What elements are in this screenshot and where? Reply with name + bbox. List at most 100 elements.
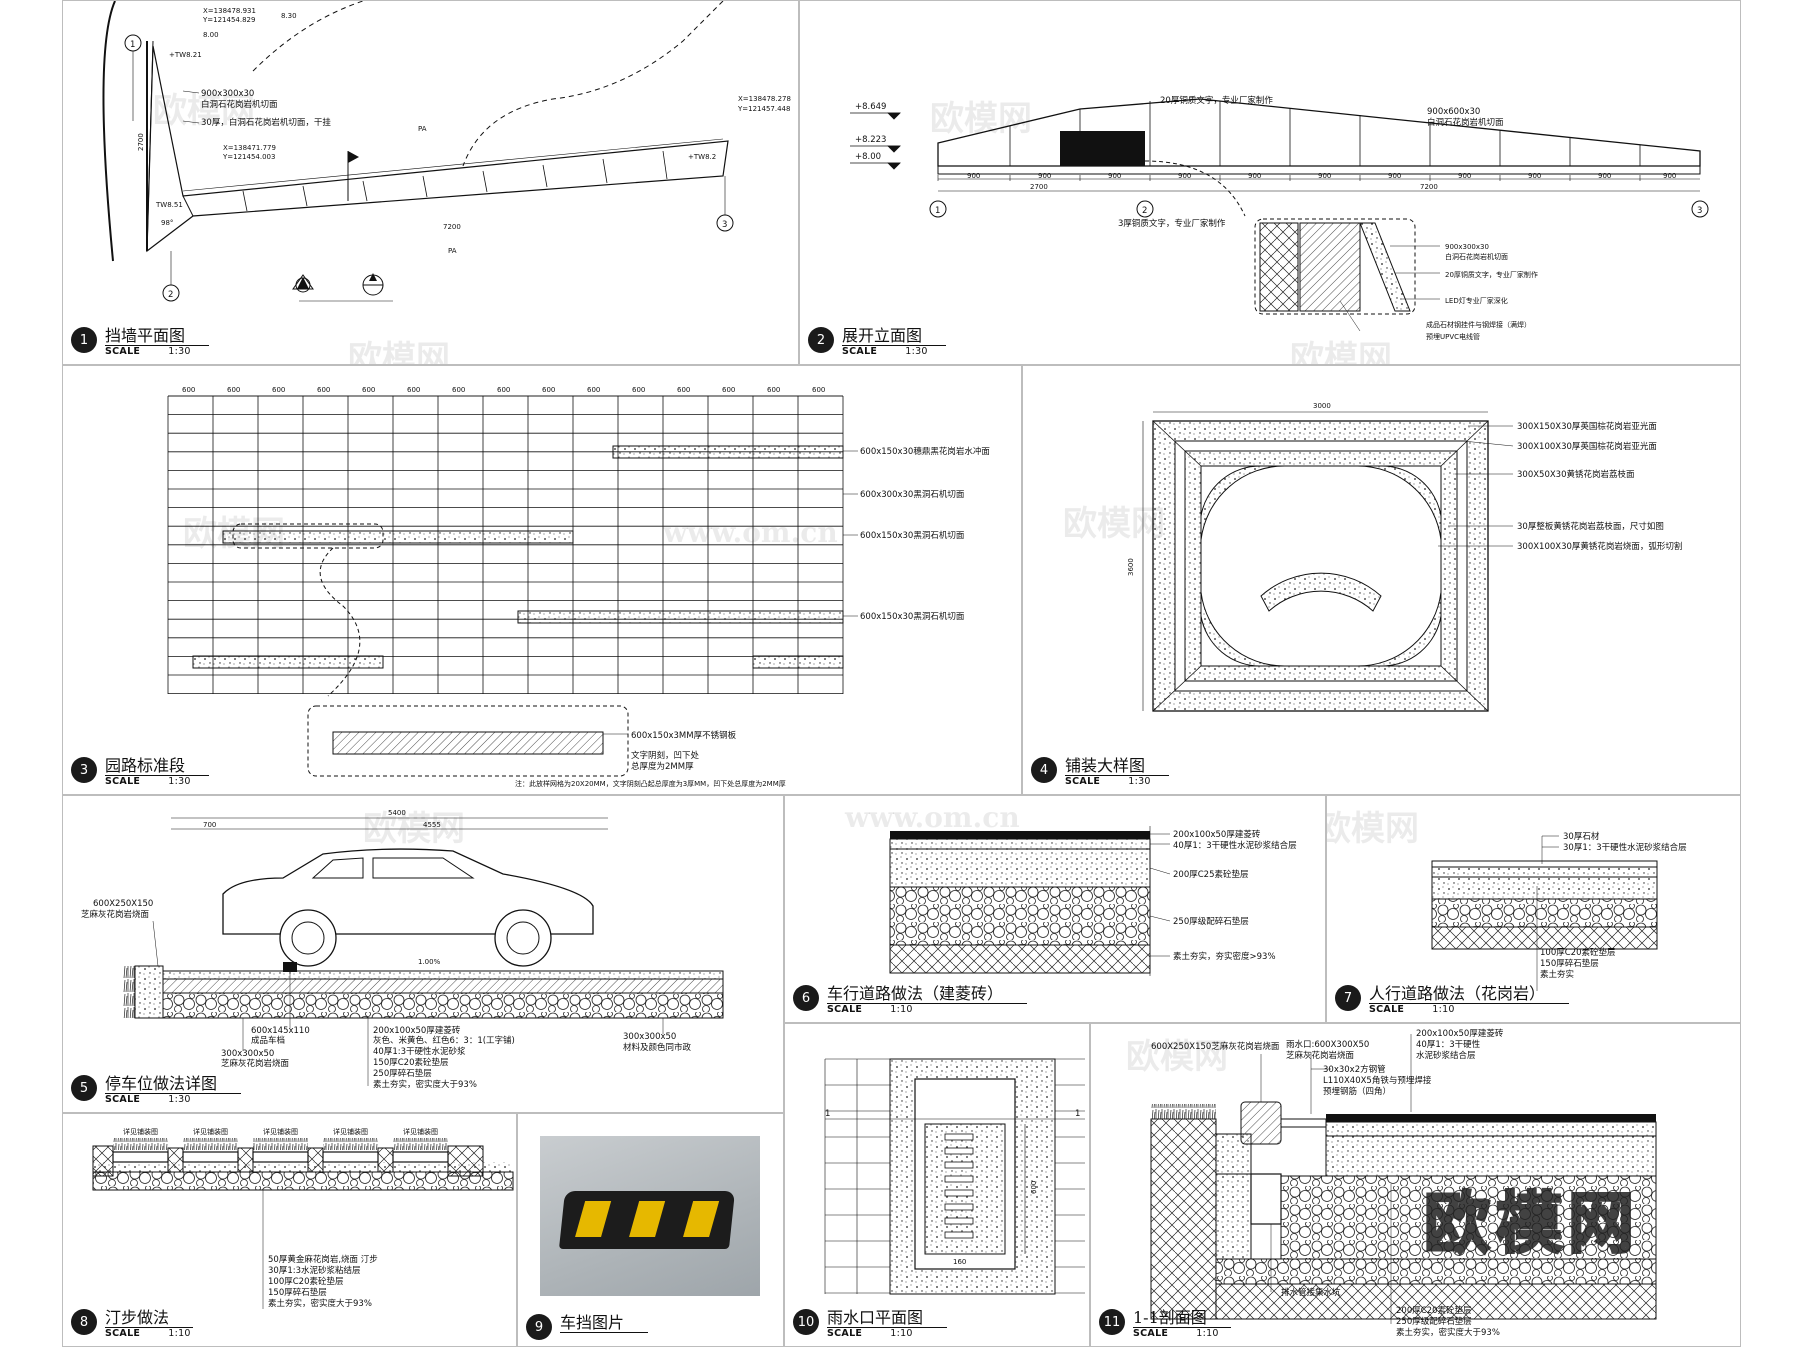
angle: 98° <box>161 219 173 227</box>
note-size: 900x600x30 <box>1427 107 1480 117</box>
note-copper-20: 20厚铜质文字，专业厂家制作 <box>1160 95 1273 106</box>
column-width: 600 <box>272 386 285 394</box>
panel-title: 人行道路做法（花岗岩） <box>1369 985 1570 1004</box>
note-8: 灰色、米黄色、红色6：3：1(工字铺) <box>373 1035 515 1046</box>
coord-1-y: Y=121454.829 <box>202 16 255 24</box>
panel-number: 11 <box>1099 1309 1125 1335</box>
segment-900: 900 <box>1663 172 1676 180</box>
dim-2700: 2700 <box>137 133 145 151</box>
level-2: 8.00 <box>203 31 219 39</box>
dim-7200: 7200 <box>443 223 461 231</box>
column-width: 600 <box>317 386 330 394</box>
note-5: 600x150x3MM厚不锈钢板 <box>631 730 737 741</box>
detail-4: LED灯专业厂家深化 <box>1445 296 1508 305</box>
layer-5: 素土夯实，密实度大于93% <box>268 1298 372 1309</box>
panel-number: 5 <box>71 1075 97 1101</box>
panel-scale: 1:30 <box>1128 776 1151 787</box>
detail-5: 成品石材钢挂件与钢焊接（满焊） <box>1426 320 1531 329</box>
note-2: 雨水口:600X300X50 <box>1286 1039 1369 1050</box>
segment-900: 900 <box>1388 172 1401 180</box>
svg-text:2: 2 <box>168 290 173 300</box>
inlet-height: 600 <box>1030 1181 1038 1194</box>
column-width: 600 <box>632 386 645 394</box>
note-6: 预埋钢筋（四角） <box>1323 1086 1391 1097</box>
note-4: 30x30x2方钢管 <box>1323 1064 1386 1075</box>
segment-900: 900 <box>1178 172 1191 180</box>
parking-detail-drawing: 5400 4555 700 1.00% 600X250X150 芝麻灰花岗岩烧面… <box>81 809 724 1090</box>
note-1: 600x150x30穗鼎黑花岗岩水冲面 <box>860 446 990 457</box>
panel-title: 挡墙平面图 <box>105 327 210 346</box>
panel-title: 车挡图片 <box>560 1314 649 1333</box>
svg-text:1: 1 <box>130 40 135 50</box>
detail-2: 白洞石花岗岩机切面 <box>1445 252 1508 261</box>
panel-scale: 1:30 <box>168 776 191 787</box>
elev-2: +8.223 <box>855 135 886 145</box>
segment-900: 900 <box>967 172 980 180</box>
column-width: 600 <box>677 386 690 394</box>
column-width: 600 <box>587 386 600 394</box>
note-1: 900x300x30 <box>201 89 254 99</box>
stepping-stone-section: 详见铺装图详见铺装图详见铺装图详见铺装图详见铺装图 50厚黄金麻花岗岩,烧面 汀… <box>92 1127 514 1309</box>
car-stop-block <box>558 1191 736 1249</box>
panel-pedestrian-road: 30厚石材 30厚1：3干硬性水泥砂浆结合层 100厚C20素砼垫层 150厚碎… <box>1326 795 1741 1023</box>
note-14: 材料及颜色同市政 <box>623 1042 692 1053</box>
column-width: 600 <box>452 386 465 394</box>
panel-scale: 1:10 <box>890 1328 913 1339</box>
note-3: 600x145x110 <box>251 1026 310 1036</box>
note-1: 600X250X150 <box>93 899 153 909</box>
panel-scale: 1:10 <box>1196 1328 1219 1339</box>
note-4: 30厚整板黄锈花岗岩荔枝面，尺寸如图 <box>1517 521 1664 532</box>
panel-scale: 1:10 <box>1432 1004 1455 1015</box>
retaining-wall-plan-drawing: 1 2 3 X=138478.931 Y=121454.829 8.30 8.0… <box>102 1 791 302</box>
panel-scale: 1:30 <box>168 1094 191 1105</box>
panel-car-stop-photo: 9 车挡图片 <box>517 1113 784 1347</box>
layer-4: 250厚级配碎石垫层 <box>1173 916 1249 927</box>
coord-2-x: X=138471.779 <box>223 144 276 152</box>
layer-2: 30厚1：3干硬性水泥砂浆结合层 <box>1563 842 1687 853</box>
dim-5400: 5400 <box>388 809 406 817</box>
column-width: 600 <box>497 386 510 394</box>
panel-retaining-wall-plan: 1 2 3 X=138478.931 Y=121454.829 8.30 8.0… <box>62 0 799 365</box>
see-paving-label: 详见铺装图 <box>263 1127 298 1136</box>
note-12: 素土夯实，密实度大于93% <box>373 1079 477 1090</box>
note-3: 600x150x30黑洞石机切面 <box>860 530 965 541</box>
layer-3: 100厚C20素砼垫层 <box>268 1276 343 1287</box>
panel-parking-detail: 5400 4555 700 1.00% 600X250X150 芝麻灰花岗岩烧面… <box>62 795 784 1113</box>
panel-scale: 1:30 <box>905 346 928 357</box>
coord-3-x: X=138478.278 <box>738 95 791 103</box>
column-width: 600 <box>767 386 780 394</box>
panel-number: 1 <box>71 327 97 353</box>
inlet-width: 160 <box>953 1258 966 1266</box>
panel-paving-detail: 3000 3600 300X150X30厚英国棕花岗岩亚光面 300X100X3… <box>1022 365 1741 795</box>
section-mark-left: 1 <box>825 1109 830 1119</box>
layer-2: 40厚1：3干硬性水泥砂浆结合层 <box>1173 840 1297 851</box>
note-3: 30厚，白洞石花岗岩机切面，干挂 <box>201 117 331 128</box>
svg-text:3: 3 <box>1697 206 1702 216</box>
width-2700: 2700 <box>1030 183 1048 191</box>
note-6: 芝麻灰花岗岩烧面 <box>221 1058 290 1069</box>
column-width: 600 <box>362 386 375 394</box>
panel-title: 园路标准段 <box>105 757 210 776</box>
watermark-logo: 欧模网 <box>1423 1183 1640 1264</box>
segment-900: 900 <box>1528 172 1541 180</box>
height-3600: 3600 <box>1127 558 1135 576</box>
coord-1-x: X=138478.931 <box>203 7 256 15</box>
panel-title: 车行道路做法（建菱砖） <box>827 985 1028 1004</box>
svg-text:1: 1 <box>935 206 940 216</box>
detail-1: 900x300x30 <box>1445 243 1489 251</box>
layer-1: 50厚黄金麻花岗岩,烧面 汀步 <box>268 1254 378 1265</box>
level-1: 8.30 <box>281 12 297 20</box>
panel-number: 6 <box>793 985 819 1011</box>
note-12: 250厚级配碎石垫层 <box>1396 1316 1472 1327</box>
note-3: 300X50X30黄锈花岗岩荔枝面 <box>1517 469 1635 480</box>
note-5: 300X100X30厚黄锈花岗岩烧面，弧形切割 <box>1517 541 1682 552</box>
note-2: 300X100X30厚英国棕花岗岩亚光面 <box>1517 441 1657 452</box>
note-7: 总厚度为2MM厚 <box>631 761 694 772</box>
layer-5: 素土夯实，夯实密度>93% <box>1173 951 1276 962</box>
section-1-1-drawing: 600X250X150芝麻灰花岗岩烧面 雨水口:600X300X50 芝麻灰花岗… <box>1150 1028 1657 1338</box>
layer-4: 150厚碎石垫层 <box>268 1287 327 1298</box>
